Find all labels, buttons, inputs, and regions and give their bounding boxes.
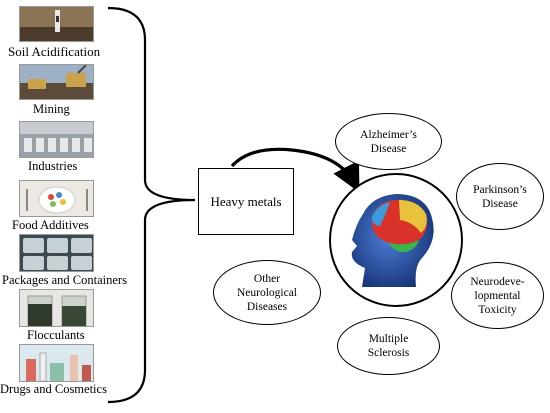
heavy-metals-box: Heavy metals <box>198 168 294 235</box>
mining-machinery-photo <box>19 64 94 100</box>
source-label: Flocculants <box>27 328 172 343</box>
disease-multiple-sclerosis: Multiple Sclerosis <box>337 317 440 375</box>
pills-on-plate-photo <box>19 180 94 217</box>
source-label: Soil Acidification <box>8 44 153 60</box>
source-label: Mining <box>33 102 178 117</box>
source-label: Drugs and Cosmetics <box>0 382 145 397</box>
disease-other-neurological: Other Neurological Diseases <box>213 260 321 325</box>
disease-label: Parkinson’s Disease <box>473 183 527 211</box>
disease-parkinsons: Parkinson’s Disease <box>456 163 544 230</box>
disease-label: Other Neurological Diseases <box>237 272 297 314</box>
disease-alzheimers: Alzheimer’s Disease <box>335 113 442 170</box>
disease-neurodevelopmental-toxicity: Neurodeve- lopmental Toxicity <box>451 262 544 329</box>
disease-label: Neurodeve- lopmental Toxicity <box>470 275 524 317</box>
heavy-metals-label: Heavy metals <box>210 194 281 210</box>
disease-label: Multiple Sclerosis <box>368 332 410 360</box>
soil-sensor-photo <box>19 6 94 42</box>
factory-line-photo <box>19 121 94 158</box>
flocculant-beakers-photo <box>19 289 94 327</box>
source-label: Industries <box>28 159 173 174</box>
disease-label: Alzheimer’s Disease <box>360 128 417 156</box>
source-label: Packages and Containers <box>2 273 147 288</box>
source-label: Food Additives <box>12 218 157 233</box>
lab-cosmetics-photo <box>19 344 94 382</box>
containers-photo <box>19 234 94 272</box>
